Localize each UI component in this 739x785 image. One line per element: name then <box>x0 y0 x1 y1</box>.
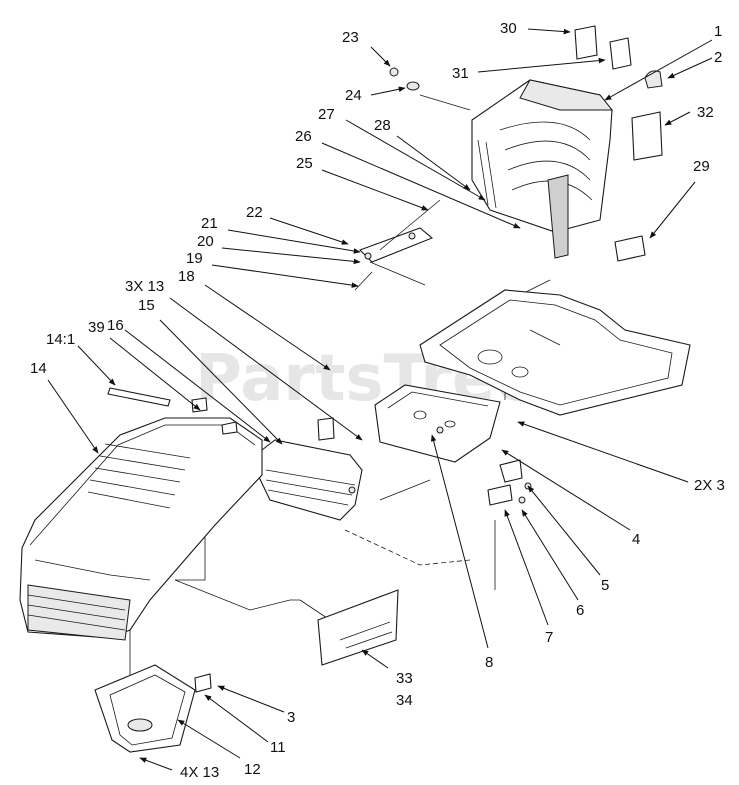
rear-fender <box>471 79 614 259</box>
leader-lines <box>47 28 713 771</box>
callout-3x13: 3X 13 <box>125 278 164 295</box>
callout-22: 22 <box>246 204 263 221</box>
callout-16: 16 <box>107 317 124 334</box>
callout-26: 26 <box>295 128 312 145</box>
callout-24: 24 <box>345 87 362 104</box>
callout-28: 28 <box>374 117 391 134</box>
callout-2: 2 <box>714 49 722 66</box>
hardware-23-24 <box>389 67 420 91</box>
callout-15: 15 <box>138 297 155 314</box>
callout-21: 21 <box>201 215 218 232</box>
callout-32: 32 <box>697 104 714 121</box>
callout-34: 34 <box>396 692 413 709</box>
callout-20: 20 <box>197 233 214 250</box>
decals <box>574 25 663 262</box>
foot-deck <box>419 289 691 416</box>
callout-4x13: 4X 13 <box>180 764 219 781</box>
callout-4: 4 <box>632 531 640 548</box>
callout-27: 27 <box>318 106 335 123</box>
callout-33: 33 <box>396 670 413 687</box>
callout-18: 18 <box>178 268 195 285</box>
callout-23: 23 <box>342 29 359 46</box>
callout-6: 6 <box>576 602 584 619</box>
control-linkage <box>354 199 441 291</box>
callout-31: 31 <box>452 65 469 82</box>
callout-12: 12 <box>244 761 261 778</box>
callout-2x3: 2X 3 <box>694 477 725 494</box>
callout-25: 25 <box>296 155 313 172</box>
callout-5: 5 <box>601 577 609 594</box>
callout-19: 19 <box>186 250 203 267</box>
callout-14: 14 <box>30 360 47 377</box>
callout-3: 3 <box>287 709 295 726</box>
callout-7: 7 <box>545 629 553 646</box>
brackets <box>487 459 532 506</box>
callout-39: 39 <box>88 319 105 336</box>
hood <box>19 417 263 641</box>
callout-14-1: 14:1 <box>46 331 75 348</box>
callout-8: 8 <box>485 654 493 671</box>
callout-labels: 30 1 2 31 32 23 24 28 27 26 25 29 22 21 … <box>30 20 725 781</box>
dash-console <box>374 384 501 463</box>
callout-29: 29 <box>693 158 710 175</box>
callout-1: 1 <box>714 23 722 40</box>
tray <box>94 664 212 753</box>
side-decal <box>317 589 399 666</box>
callout-30: 30 <box>500 20 517 37</box>
grille-assembly <box>257 417 363 521</box>
callout-11: 11 <box>270 739 286 756</box>
